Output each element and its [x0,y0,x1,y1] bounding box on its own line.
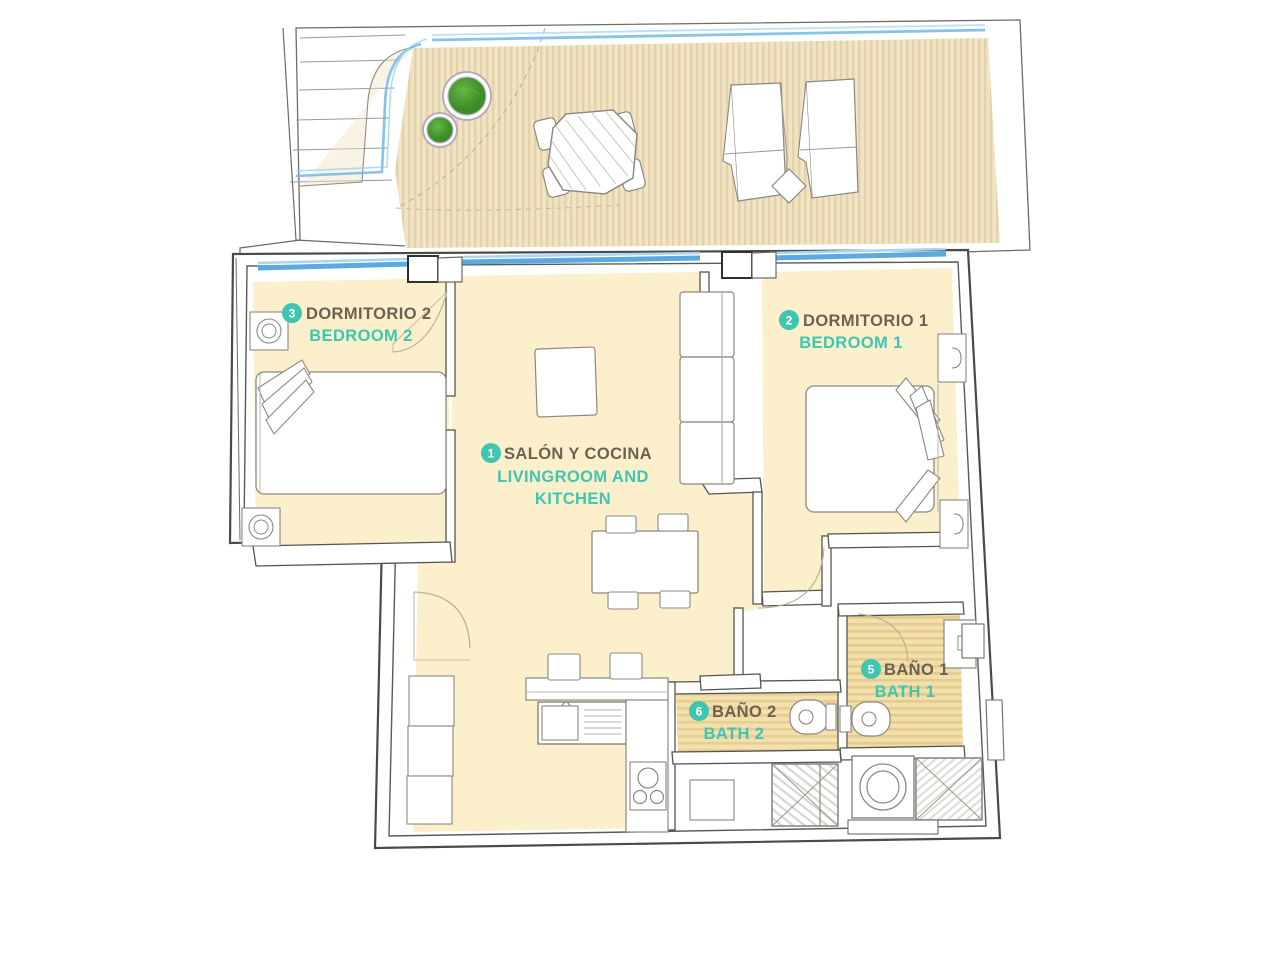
livingroom-floor [413,272,762,832]
room-badge-number-2: 2 [786,314,793,328]
kitchen-sink [537,701,627,745]
bath2-cabinet [689,779,735,821]
room-name-en-5: BATH 1 [875,683,936,701]
room-badge-1 [481,443,501,463]
room-name-en-3: BEDROOM 2 [309,327,413,345]
bath2-fixtures [689,699,839,827]
room-label-6: 6 BAÑO 2 BATH 2 [689,701,777,743]
room-badge-6 [689,701,709,721]
sofa [679,291,735,485]
room-label-2: 2 DORMITORIO 1 BEDROOM 1 [779,310,929,352]
kitchen-counter-top [525,677,669,701]
room-badge-number-6: 6 [696,705,703,719]
room-name-es-6: BAÑO 2 [712,701,777,721]
room-badge-number-5: 5 [868,663,875,677]
coffee-table [534,346,598,418]
wall-returns [407,251,753,283]
room-badge-number-1: 1 [488,447,495,461]
room-label-3: 3 DORMITORIO 2 BEDROOM 2 [282,303,432,345]
bar-stools [547,652,643,681]
terrace-glazing [295,24,986,178]
terrace-paving [289,34,406,183]
window-glazing [257,247,947,271]
nightstand-bedroom1-top [937,333,967,383]
room-label-5: 5 BAÑO 1 BATH 1 [861,659,949,701]
kitchen-furniture [525,652,669,833]
bath1-fixtures [839,613,983,821]
room-badge-number-3: 3 [289,307,296,321]
room-name-es-1: SALÓN Y COCINA [504,444,652,463]
room-name-en-1a: LIVINGROOM AND [497,468,649,486]
room-name-es-5: BAÑO 1 [884,659,949,679]
sun-lounger-right [797,78,859,199]
room-name-en-6: BATH 2 [704,725,765,743]
bottom-details [847,623,1005,835]
cooktop [629,761,667,811]
dining-set [591,513,699,610]
room-labels: 1 SALÓN Y COCINA LIVINGROOM AND KITCHEN … [282,303,949,743]
nightstand-bedroom1-bottom [939,499,969,549]
shower-bath1 [915,757,983,821]
toilet-bath1 [839,701,891,737]
dining-table [591,530,699,594]
washbasin-bath1 [851,755,915,819]
side-table-diamond [771,168,807,204]
room-name-es-3: DORMITORIO 2 [306,305,432,323]
terrace-decking [395,38,1000,248]
bedroom2-furniture [235,257,448,547]
entry-door [413,591,471,661]
toilet-bath2 [789,699,837,735]
wardrobe-closets [406,675,455,825]
room-name-en-2: BEDROOM 1 [799,334,903,352]
planter-large [442,71,492,121]
nightstand-bedroom2-top [249,311,289,351]
planter-small [422,112,458,148]
terrace-dining-set [533,109,646,198]
terrace-area [239,19,1031,257]
room-badge-2 [779,310,799,330]
room-badge-3 [282,303,302,323]
room-name-es-2: DORMITORIO 1 [803,312,929,330]
nightstand-bedroom2-bottom [241,507,281,547]
room-badge-5 [861,659,881,679]
room-label-1: 1 SALÓN Y COCINA LIVINGROOM AND KITCHEN [481,443,652,508]
shower-bath2 [771,763,839,827]
bedroom1-furniture [757,333,969,609]
wall-nibs [437,251,777,283]
livingroom-furniture [406,291,735,825]
room-name-en-1b: KITCHEN [535,490,611,508]
